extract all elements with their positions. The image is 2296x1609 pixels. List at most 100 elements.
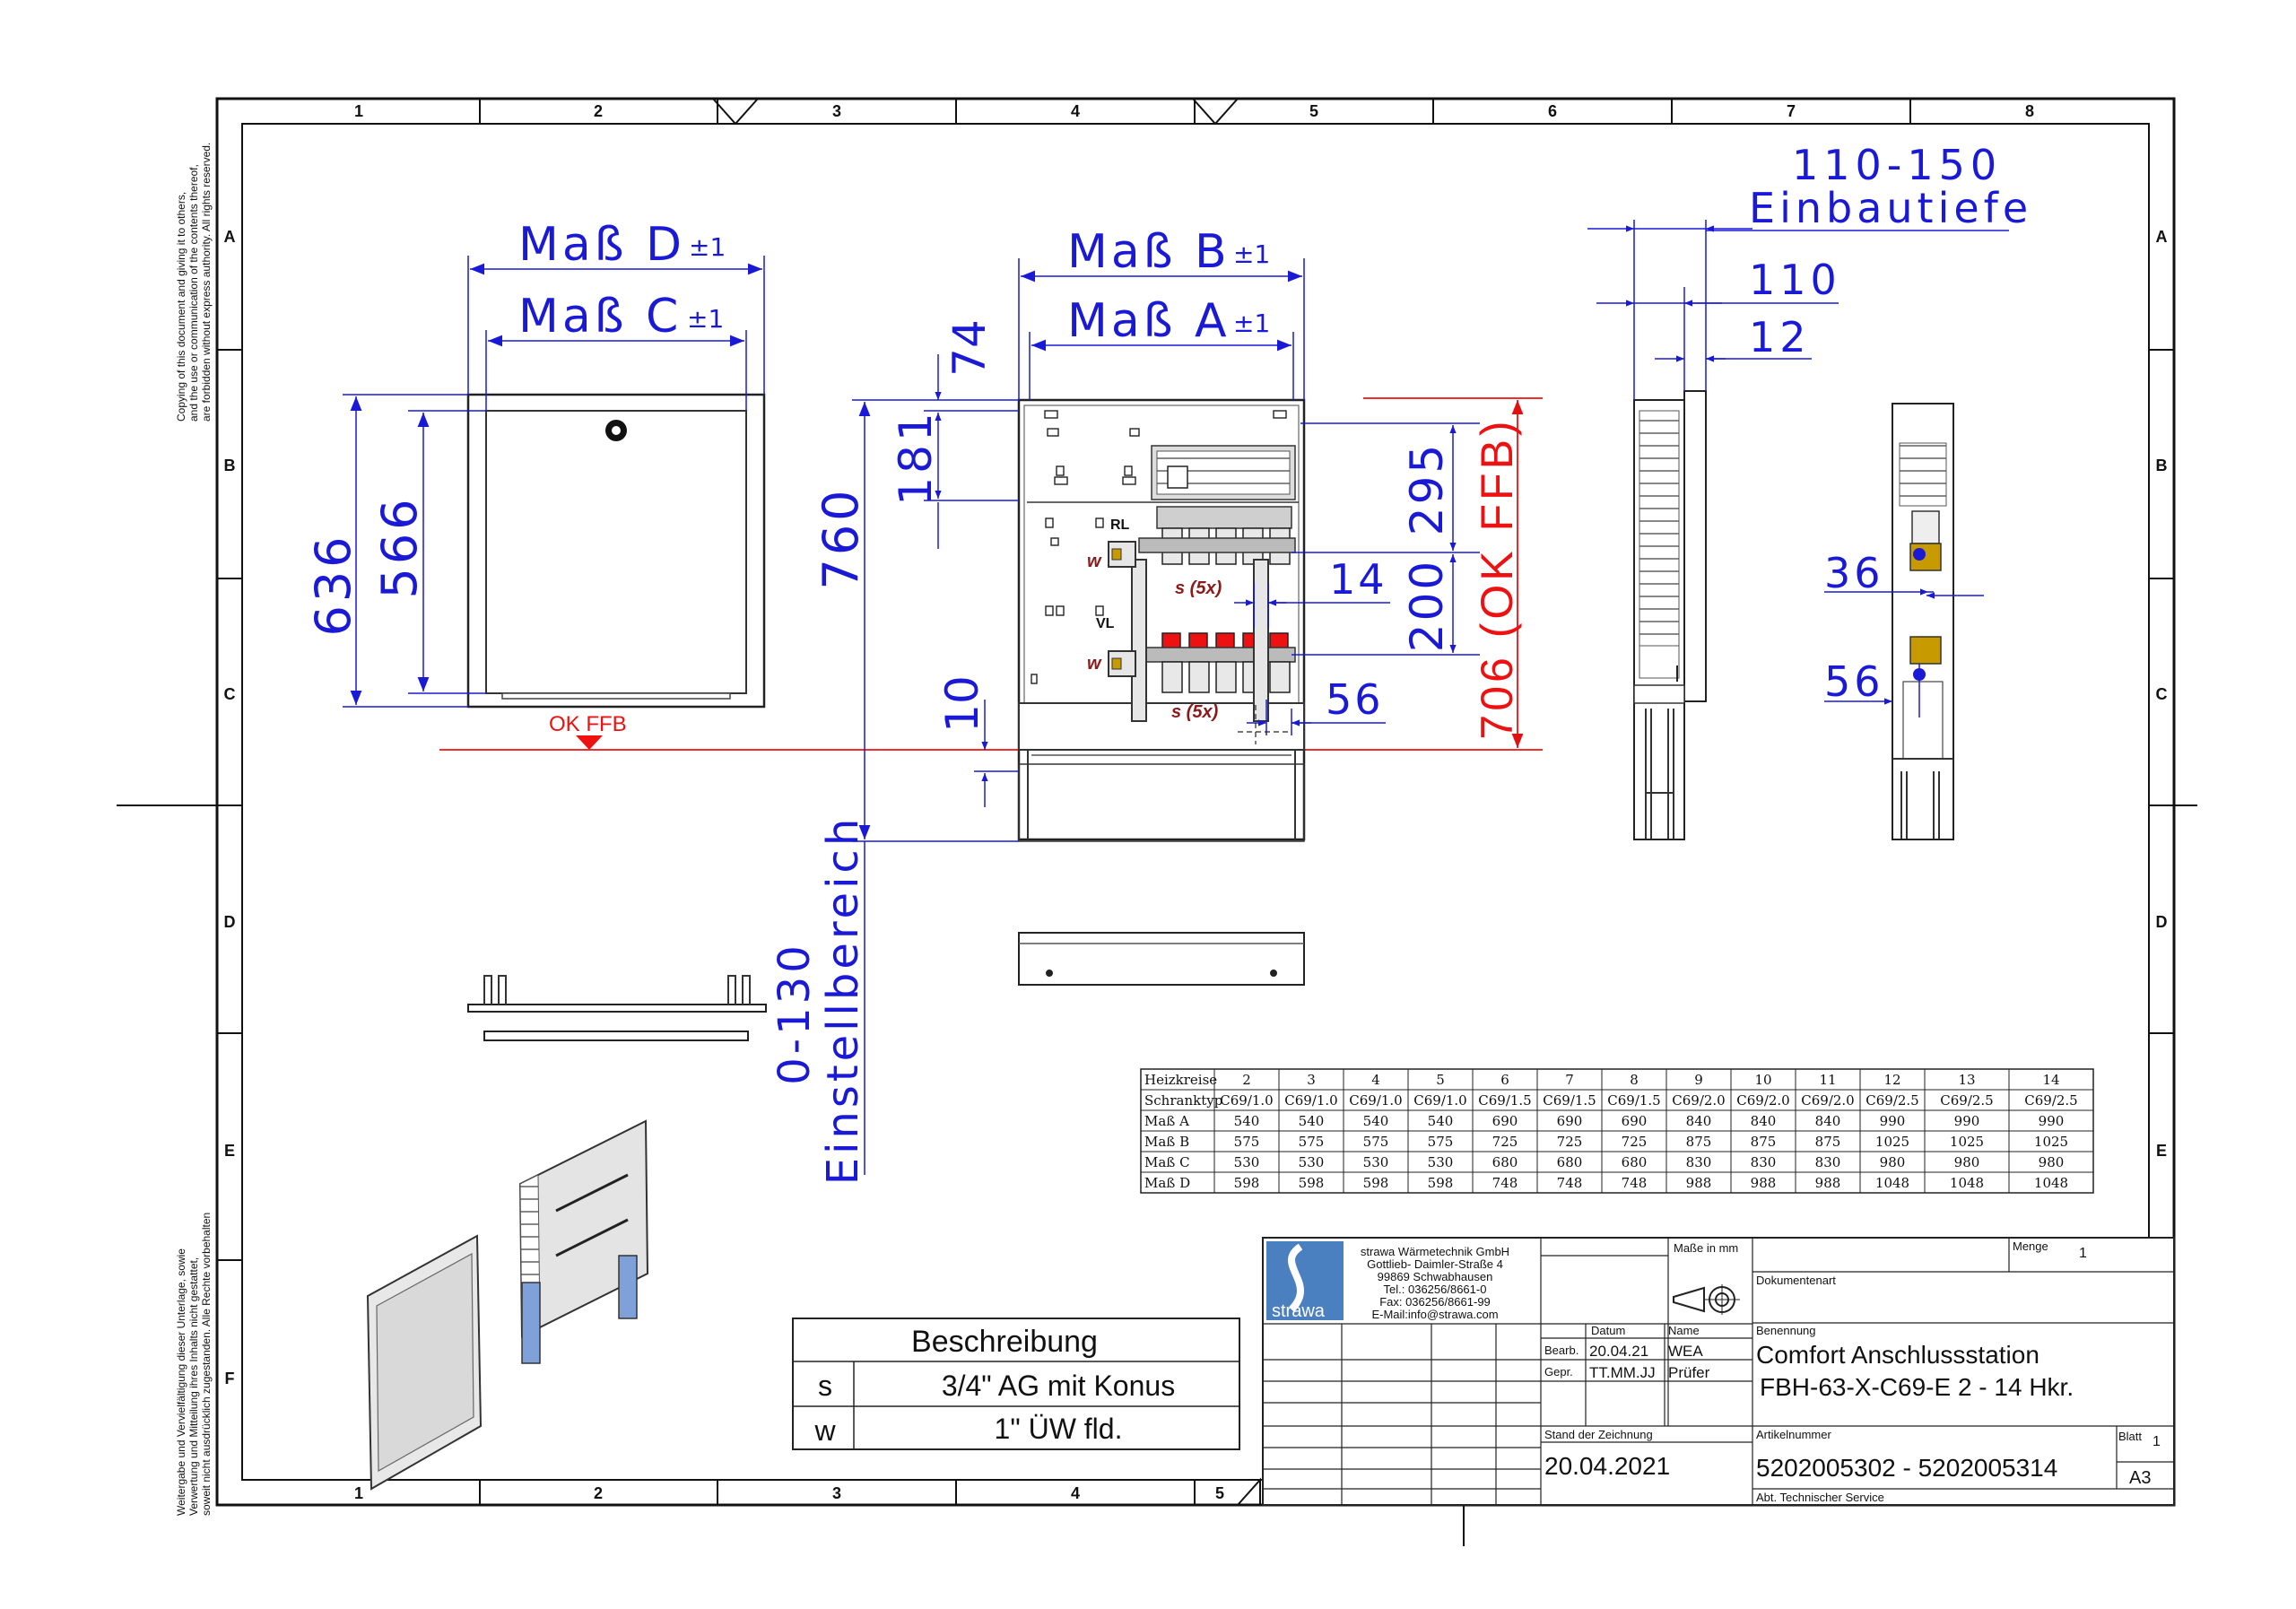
copyright-de-line: Verwertung und Mitteilung ihres Inhalts … bbox=[187, 1257, 200, 1516]
table-cell: 540 bbox=[1234, 1113, 1260, 1129]
column-label: 3 bbox=[832, 1484, 841, 1502]
dim-mass-c: Maß C bbox=[518, 290, 682, 344]
table-cell: 540 bbox=[1363, 1113, 1389, 1129]
column-label: 3 bbox=[832, 102, 841, 120]
table-cell: 6 bbox=[1500, 1072, 1509, 1088]
copyright-en-line: and the use or communication of the cont… bbox=[187, 164, 200, 422]
row-label: D bbox=[2156, 913, 2168, 931]
side-section-view: 36 56 bbox=[1824, 403, 1984, 840]
blatt-value: 1 bbox=[2152, 1434, 2161, 1449]
benennung-line-2: FBH-63-X-C69-E 2 - 14 Hkr. bbox=[1760, 1373, 2074, 1401]
name-label: Name bbox=[1668, 1324, 1700, 1337]
table-cell: 575 bbox=[1299, 1134, 1325, 1150]
dim-56-right: 56 bbox=[1824, 657, 1884, 706]
s-5x-label: s (5x) bbox=[1175, 578, 1222, 598]
bearb-label: Bearb. bbox=[1544, 1344, 1578, 1357]
table-cell: C69/1.0 bbox=[1284, 1092, 1337, 1109]
table-cell: 1025 bbox=[1950, 1134, 1984, 1150]
table-cell: 690 bbox=[1492, 1113, 1518, 1129]
stand-label: Stand der Zeichnung bbox=[1544, 1428, 1653, 1441]
table-cell: 875 bbox=[1686, 1134, 1712, 1150]
table-cell: 575 bbox=[1363, 1134, 1389, 1150]
table-cell: 748 bbox=[1557, 1175, 1583, 1191]
table-cell: 990 bbox=[1954, 1113, 1980, 1129]
dim-36: 36 bbox=[1824, 549, 1884, 597]
description-value: 3/4" AG mit Konus bbox=[942, 1370, 1175, 1402]
manifold-cabinet-view: RL VL w w s (5x) s (5x) Maß B ±1 Maß A ±… bbox=[770, 225, 1524, 1185]
table-cell: 598 bbox=[1428, 1175, 1454, 1191]
table-cell: 980 bbox=[1880, 1154, 1906, 1170]
vl-label: VL bbox=[1096, 616, 1115, 631]
bearb-name: WEA bbox=[1668, 1343, 1703, 1360]
row-label: B bbox=[2156, 457, 2168, 474]
column-label: 6 bbox=[1548, 102, 1557, 120]
table-cell: 3 bbox=[1307, 1072, 1316, 1088]
table-cell: 725 bbox=[1492, 1134, 1518, 1150]
column-label: 1 bbox=[354, 1484, 363, 1502]
column-label: 1 bbox=[354, 102, 363, 120]
dim-566: 566 bbox=[371, 495, 428, 598]
gepr-label: Gepr. bbox=[1544, 1365, 1573, 1379]
copyright-de-line: Weitergabe und Vervielfältigung dieser U… bbox=[175, 1248, 187, 1516]
table-cell: 990 bbox=[1880, 1113, 1906, 1129]
table-row-label: Maß C bbox=[1144, 1154, 1190, 1170]
table-cell: 575 bbox=[1234, 1134, 1260, 1150]
gepr-name: Prüfer bbox=[1668, 1364, 1710, 1381]
dim-74: 74 bbox=[944, 319, 996, 377]
strawa-logo bbox=[1266, 1241, 1344, 1320]
dim-range: 0-130 bbox=[770, 942, 820, 1084]
table-cell: 2 bbox=[1242, 1072, 1251, 1088]
table-cell: 725 bbox=[1622, 1134, 1648, 1150]
rl-label: RL bbox=[1110, 517, 1130, 533]
menge-label: Menge bbox=[2013, 1239, 2048, 1253]
row-label: A bbox=[224, 228, 236, 246]
table-cell: 875 bbox=[1751, 1134, 1777, 1150]
isometric-illustration bbox=[366, 1119, 649, 1491]
table-cell: 14 bbox=[2042, 1072, 2059, 1088]
table-cell: 1048 bbox=[2034, 1175, 2068, 1191]
table-cell: 988 bbox=[1815, 1175, 1841, 1191]
table-cell: 875 bbox=[1815, 1134, 1841, 1150]
dim-mass-a: Maß A bbox=[1067, 294, 1231, 348]
column-label: 7 bbox=[1787, 102, 1796, 120]
table-cell: 1025 bbox=[2034, 1134, 2068, 1150]
row-label: B bbox=[224, 457, 236, 474]
table-cell: 530 bbox=[1234, 1154, 1260, 1170]
artikel-value: 5202005302 - 5202005314 bbox=[1756, 1454, 2057, 1482]
projection-symbol-icon bbox=[1673, 1284, 1740, 1315]
side-view: 110-150 Einbautiefe 110 12 bbox=[1587, 141, 2028, 840]
table-cell: C69/1.5 bbox=[1607, 1092, 1660, 1109]
table-cell: C69/1.0 bbox=[1349, 1092, 1402, 1109]
table-cell: 840 bbox=[1751, 1113, 1777, 1129]
table-cell: 598 bbox=[1234, 1175, 1260, 1191]
table-row-label: Schranktyp bbox=[1144, 1092, 1222, 1109]
description-table: Beschreibung s 3/4" AG mit Konus w 1" ÜW… bbox=[792, 1318, 1240, 1450]
row-label: C bbox=[2156, 685, 2168, 703]
datum-label: Datum bbox=[1591, 1324, 1625, 1337]
benennung-line-1: Comfort Anschlussstation bbox=[1756, 1341, 2039, 1369]
dim-56: 56 bbox=[1326, 675, 1384, 724]
table-cell: 10 bbox=[1754, 1072, 1771, 1088]
table-cell: 830 bbox=[1815, 1154, 1841, 1170]
blatt-label: Blatt bbox=[2118, 1430, 2142, 1443]
table-cell: 748 bbox=[1492, 1175, 1518, 1191]
dim-12: 12 bbox=[1749, 313, 1811, 361]
table-cell: 11 bbox=[1819, 1072, 1836, 1088]
table-cell: C69/2.5 bbox=[1866, 1092, 1918, 1109]
table-cell: 990 bbox=[2039, 1113, 2065, 1129]
table-cell: 530 bbox=[1299, 1154, 1325, 1170]
logo-mark bbox=[1288, 1243, 1304, 1312]
dokumentenart-label: Dokumentenart bbox=[1756, 1274, 1836, 1287]
table-cell: C69/2.0 bbox=[1672, 1092, 1725, 1109]
company-line: 99869 Schwabhausen bbox=[1378, 1270, 1493, 1283]
table-cell: 680 bbox=[1622, 1154, 1648, 1170]
table-cell: 690 bbox=[1557, 1113, 1583, 1129]
w-label: w bbox=[1087, 552, 1102, 571]
dim-110-150: 110-150 bbox=[1792, 141, 2002, 189]
table-cell: 8 bbox=[1630, 1072, 1639, 1088]
table-cell: 598 bbox=[1299, 1175, 1325, 1191]
artikel-label: Artikelnummer bbox=[1756, 1428, 1831, 1441]
table-cell: 748 bbox=[1622, 1175, 1648, 1191]
